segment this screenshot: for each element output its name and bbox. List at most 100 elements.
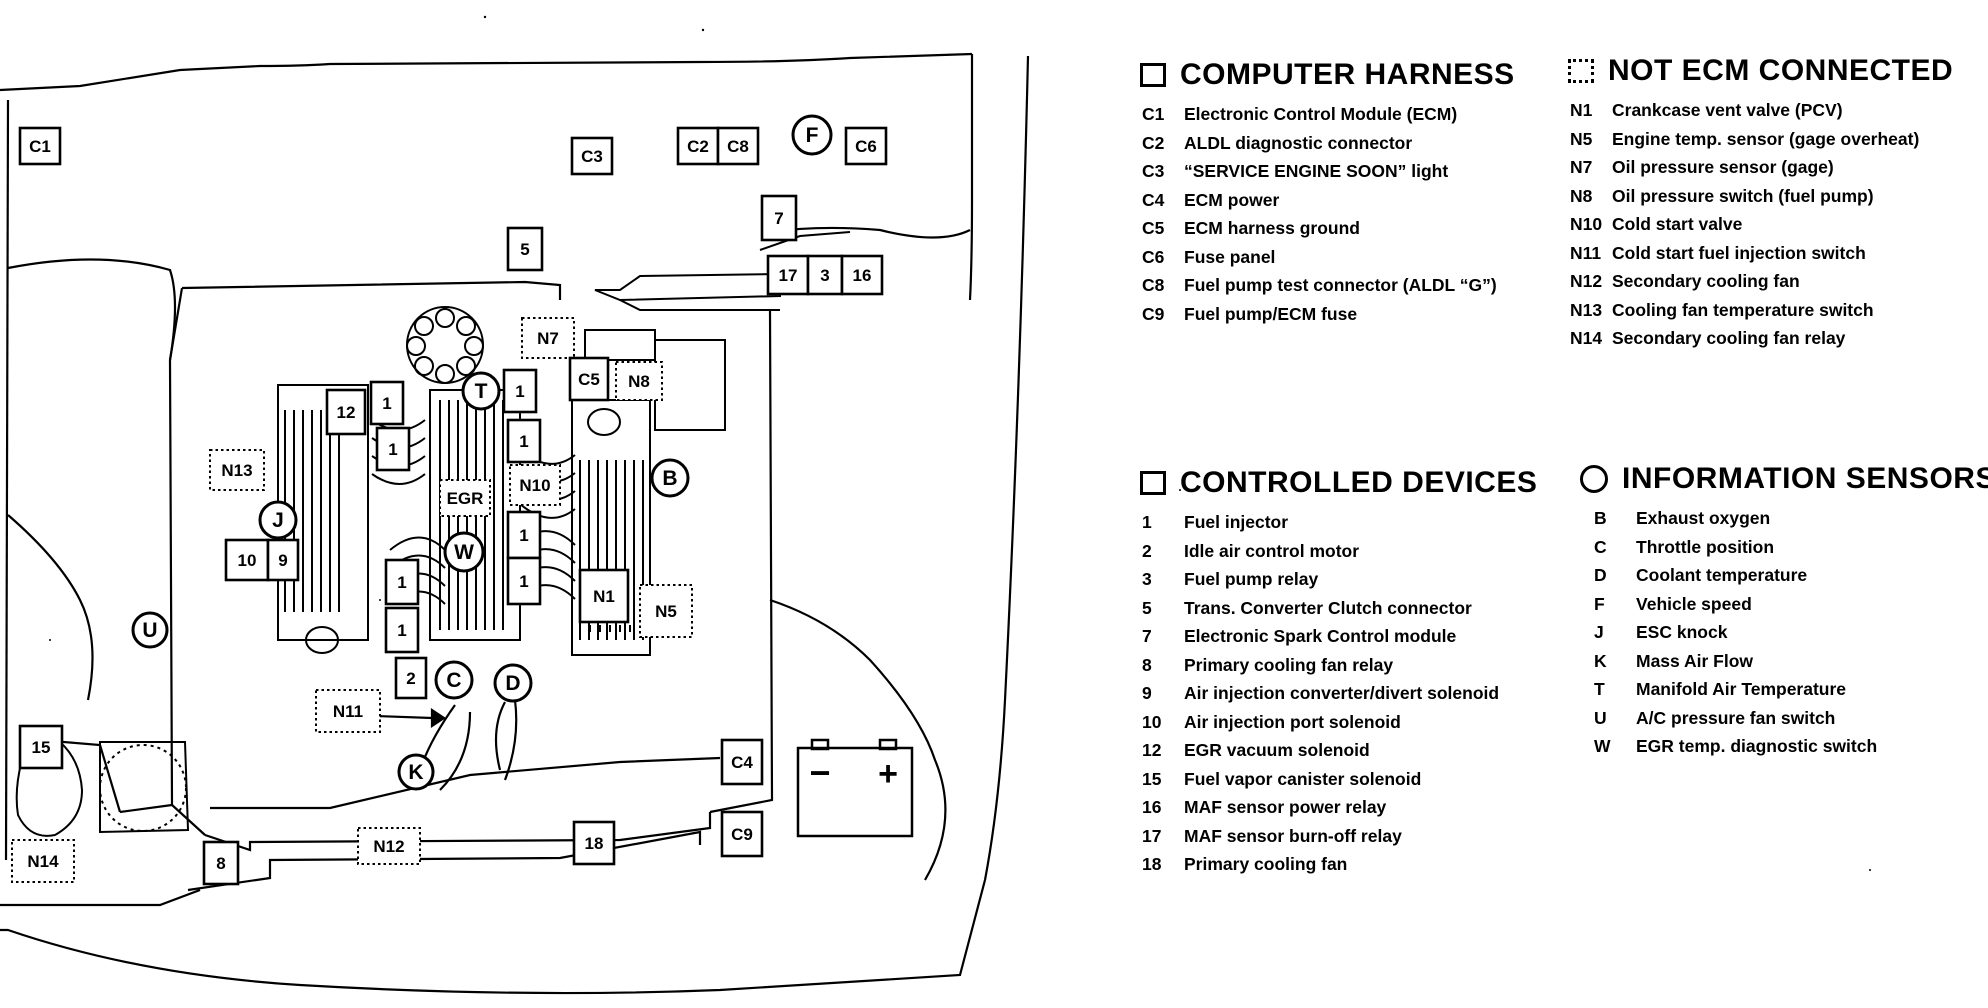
hoses [347, 699, 518, 791]
solid-box [18, 126, 62, 166]
component-box-b1e: 1 [506, 510, 542, 560]
sensor-circle-ring [397, 753, 435, 791]
legend-item-code: 15 [1142, 768, 1162, 789]
component-box-b1h: 1 [384, 606, 420, 654]
dotted-box [315, 689, 381, 733]
dotted-box [615, 361, 663, 401]
component-box-label: C4 [731, 753, 753, 772]
legend-item-code: J [1594, 622, 1604, 642]
legend-item-text: Oil pressure switch (fuel pump) [1612, 185, 1874, 206]
legend-title-text: CONTROLLED DEVICES [1180, 466, 1538, 499]
component-box-b1d: 1 [506, 418, 542, 464]
component-box-label: 17 [779, 266, 798, 285]
legend-item: B Exhaust oxygen [1594, 504, 1988, 533]
sensor-circle-ring [434, 660, 474, 700]
legend-item-text: Fuel pump relay [1184, 569, 1319, 589]
legend-item-text: Electronic Control Module (ECM) [1184, 104, 1458, 124]
solid-box [375, 426, 411, 472]
legend-item-text: Cooling fan temperature switch [1612, 299, 1874, 320]
legend-item-text: Idle air control motor [1184, 540, 1360, 561]
legend-item-code: 17 [1142, 825, 1162, 846]
component-box-b18: 18 [572, 820, 616, 866]
component-box-c2: C2 [676, 126, 720, 166]
component-box-label: N7 [537, 329, 559, 348]
legend-item-text: Electronic Spark Control module [1184, 626, 1457, 646]
legend-item-code: B [1594, 508, 1607, 528]
component-box-label: 16 [853, 266, 872, 285]
legend-item-code: 1 [1142, 512, 1152, 532]
sensor-circle-j: J [258, 500, 298, 540]
solid-box-icon [1140, 63, 1166, 87]
legend-item-code: K [1594, 650, 1607, 671]
legend-item-text: Exhaust oxygen [1636, 508, 1771, 528]
legend-item-text: Primary cooling fan [1184, 854, 1348, 874]
battery-minus: − [809, 752, 830, 793]
sensor-circle-u: U [131, 611, 169, 649]
sensor-circle-ring [493, 663, 533, 703]
component-box-label: C5 [578, 370, 600, 389]
solid-box [266, 538, 300, 582]
legend-item-code: N14 [1570, 328, 1603, 348]
component-box-b16: 16 [840, 254, 884, 296]
sensor-circle-label: B [662, 467, 677, 490]
component-box-label: 12 [337, 403, 356, 422]
dotted-box [521, 317, 575, 359]
component-box-c1: C1 [18, 126, 62, 166]
component-box-label: C6 [855, 137, 877, 156]
sensor-circle-ring [258, 500, 298, 540]
sensor-circle-label: T [475, 380, 488, 403]
legend-item-code: N10 [1570, 214, 1603, 234]
sensor-circle-c: C [434, 660, 474, 700]
component-box-label: 1 [515, 382, 524, 401]
solid-box [506, 556, 542, 606]
solid-box [806, 254, 844, 296]
solid-box [369, 380, 405, 426]
component-box-b15: 15 [18, 724, 64, 770]
legend-item-text: Air injection converter/divert solenoid [1184, 683, 1500, 703]
solid-box [506, 510, 542, 560]
legend-item-code: C3 [1142, 161, 1165, 181]
solid-box [506, 226, 544, 272]
component-box-n5: N5 [639, 584, 693, 638]
sensor-circle-ring [131, 611, 169, 649]
legend-item: C3“SERVICE ENGINE SOON” light [1142, 157, 1515, 186]
legend-item-text: Secondary cooling fan [1612, 271, 1800, 291]
legend-item-code: F [1594, 593, 1605, 614]
component-box-label: 9 [278, 551, 287, 570]
component-box-c4: C4 [720, 738, 764, 786]
sensor-circle-ring [791, 114, 833, 156]
dotted-box [639, 584, 693, 638]
sensor-circle-label: K [408, 761, 423, 784]
legend-item-code: N7 [1570, 157, 1593, 177]
component-box-n7: N7 [521, 317, 575, 359]
legend-item: 17 MAF sensor burn-off relay [1142, 822, 1537, 851]
legend-item-code: 16 [1142, 797, 1162, 817]
legend-item-text: MAF sensor burn-off relay [1184, 825, 1402, 846]
component-box-b1g: 1 [384, 558, 420, 606]
sensor-circle-d: D [493, 663, 533, 703]
legend-item-code: 8 [1142, 654, 1152, 675]
legend-title-text: NOT ECM CONNECTED [1608, 54, 1954, 87]
component-box-b8: 8 [202, 840, 240, 886]
component-box-label: 1 [382, 394, 391, 413]
sensor-circle-label: J [272, 509, 284, 532]
solid-box [384, 558, 420, 606]
dotted-box-icon [1568, 59, 1594, 83]
